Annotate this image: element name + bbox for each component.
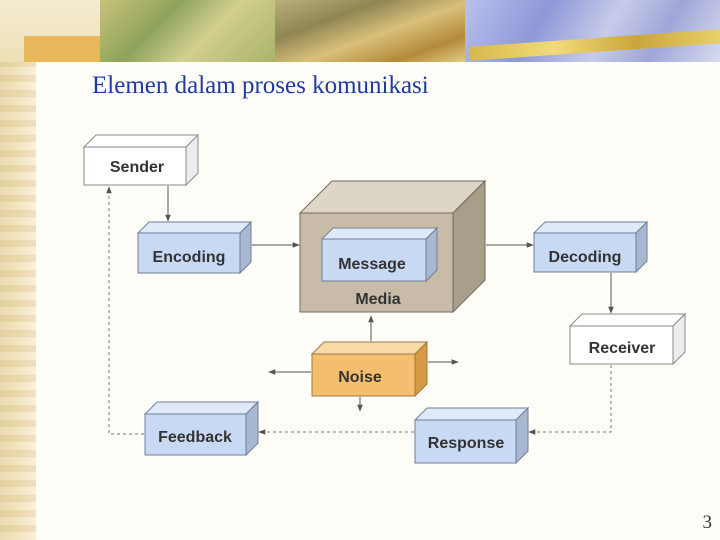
slide-title: Elemen dalam proses komunikasi bbox=[92, 72, 429, 99]
feedback-loop-arrows bbox=[106, 186, 612, 435]
arrow-receiver-to-response bbox=[528, 365, 612, 435]
page-number: 3 bbox=[702, 512, 713, 533]
feedback-label: Feedback bbox=[158, 429, 232, 446]
decoding-box: Decoding bbox=[532, 220, 649, 274]
receiver-box: Receiver bbox=[568, 312, 687, 366]
flow-arrows bbox=[165, 186, 614, 412]
sender-box: Sender bbox=[82, 133, 200, 187]
encoding-box: Encoding bbox=[136, 220, 253, 275]
sender-label: Sender bbox=[110, 159, 164, 176]
response-box: Response bbox=[413, 406, 530, 465]
message-box: Message bbox=[320, 226, 439, 283]
decorative-left-band bbox=[0, 0, 36, 540]
encoding-label: Encoding bbox=[153, 249, 226, 266]
decorative-top-banner bbox=[0, 0, 720, 62]
response-label: Response bbox=[428, 435, 505, 452]
decoding-label: Decoding bbox=[549, 249, 622, 266]
media-label: Media bbox=[355, 291, 400, 308]
message-label: Message bbox=[338, 256, 406, 273]
receiver-label: Receiver bbox=[589, 340, 656, 357]
feedback-box: Feedback bbox=[143, 400, 260, 457]
noise-box: Noise bbox=[310, 340, 429, 398]
arrow-feedback-to-sender bbox=[106, 186, 144, 435]
noise-label: Noise bbox=[338, 369, 382, 386]
